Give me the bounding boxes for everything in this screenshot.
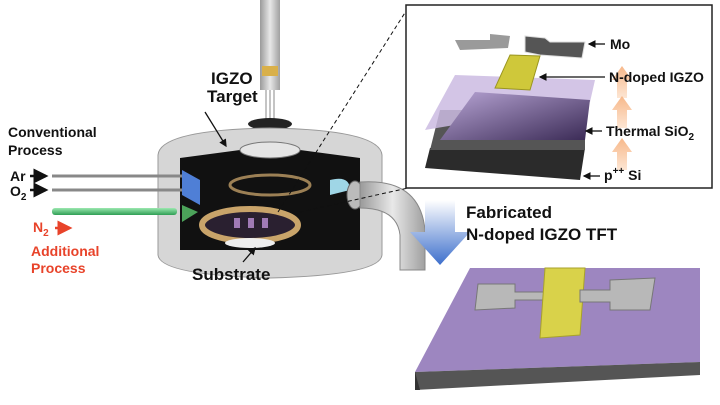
substrate-pointer-arrow — [242, 247, 256, 263]
conventional-label-1: Conventional — [8, 124, 97, 140]
up-arrow-icon — [612, 66, 632, 98]
exhaust-pipe — [346, 180, 426, 271]
si-label: p++ Si — [604, 166, 641, 183]
fabricated-tft-device — [415, 267, 700, 390]
result-label-2: N-doped IGZO TFT — [466, 225, 618, 244]
zoom-line-top — [277, 7, 409, 213]
gas-ar-label: Ar — [10, 168, 26, 184]
up-arrow-icon — [612, 96, 632, 128]
additional-label-2: Process — [31, 260, 86, 276]
gas-n2-label: N2 — [33, 219, 49, 239]
result-label-1: Fabricated — [466, 203, 552, 222]
igzo-label: N-doped IGZO — [609, 69, 704, 85]
up-arrow-icon — [612, 138, 632, 170]
layer-stack-inset — [405, 4, 713, 189]
sio2-label: Thermal SiO2 — [606, 123, 694, 143]
sputter-chamber — [157, 127, 383, 279]
down-arrow-icon — [410, 200, 470, 265]
igzo-target-label-2: Target — [207, 87, 258, 106]
zoom-line-bottom — [299, 187, 409, 213]
mo-label: Mo — [610, 36, 630, 52]
sputter-gun — [248, 0, 292, 130]
igzo-target-label-1: IGZO — [211, 69, 253, 88]
conventional-label-2: Process — [8, 142, 63, 158]
substrate-label: Substrate — [192, 265, 270, 284]
n2-gas-line — [52, 208, 177, 215]
gas-o2-label: O2 — [10, 183, 27, 203]
target-pointer-arrow — [204, 111, 227, 148]
additional-label-1: Additional — [31, 243, 99, 259]
